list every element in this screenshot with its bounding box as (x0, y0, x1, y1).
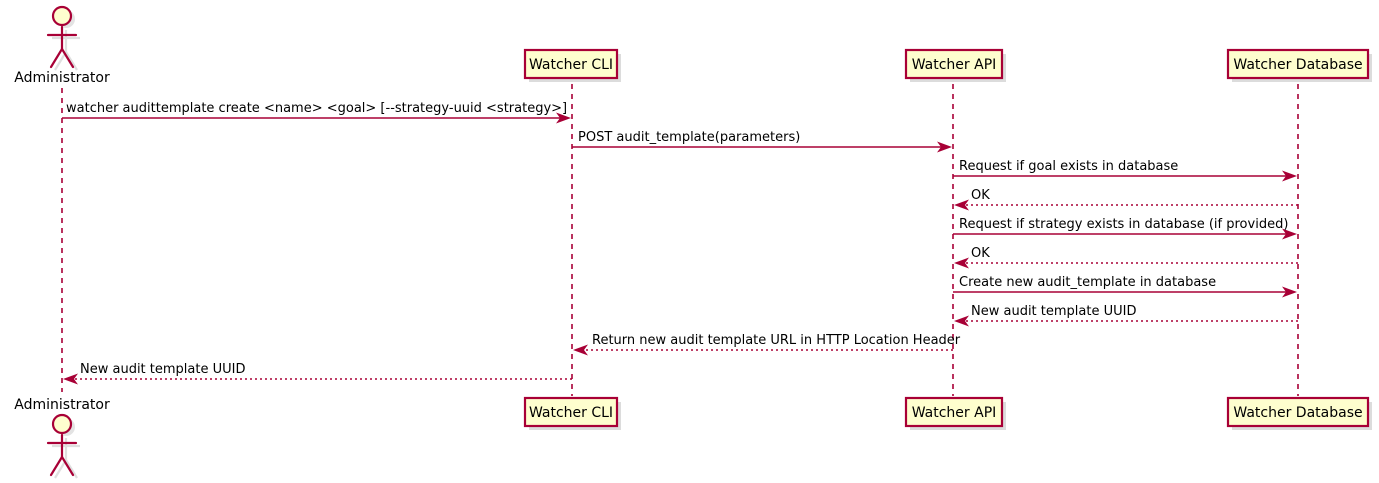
arrow-head-icon (954, 199, 969, 211)
participant-box-watcher-database-top[interactable]: Watcher Database (1226, 48, 1372, 82)
arrow-head-icon (573, 344, 588, 356)
arrow-head-icon (63, 373, 78, 385)
message-3[interactable]: OK (954, 188, 1298, 211)
message-label-1: POST audit_template(parameters) (578, 130, 800, 145)
arrow-head-icon (1282, 170, 1297, 182)
message-6[interactable]: Create new audit_template in database (953, 275, 1297, 298)
actor-legs-icon (49, 455, 75, 477)
message-label-2: Request if goal exists in database (959, 159, 1178, 174)
box-rect (523, 396, 619, 428)
message-label-6: Create new audit_template in database (959, 275, 1216, 290)
message-label-4: Request if strategy exists in database (… (959, 217, 1288, 232)
actor-head-icon (51, 413, 73, 435)
message-label-3: OK (971, 188, 990, 203)
participant-label-watcher-cli-bottom: Watcher CLI (529, 405, 613, 421)
arrow-head-icon (937, 141, 952, 153)
message-2[interactable]: Request if goal exists in database (953, 159, 1297, 182)
actor-administrator-bottom[interactable]: Administrator (14, 397, 110, 479)
arrow-head-icon (556, 112, 571, 124)
actor-legs-icon (49, 47, 75, 69)
actor-administrator-top[interactable]: Administrator (14, 5, 110, 86)
participant-box-watcher-cli-bottom[interactable]: Watcher CLI (523, 396, 621, 430)
participant-label-watcher-database-bottom: Watcher Database (1233, 405, 1362, 421)
arrow-head-icon (954, 315, 969, 327)
actor-label-administrator-top: Administrator (14, 70, 110, 86)
message-5[interactable]: OK (954, 246, 1298, 269)
message-label-8: Return new audit template URL in HTTP Lo… (592, 333, 961, 348)
message-label-7: New audit template UUID (971, 304, 1136, 319)
lifelines-layer (61, 84, 1299, 396)
participant-label-watcher-database-top: Watcher Database (1233, 57, 1362, 73)
arrow-head-icon (954, 257, 969, 269)
participant-label-watcher-api-top: Watcher API (912, 57, 997, 73)
participant-box-watcher-api-bottom[interactable]: Watcher API (904, 396, 1006, 430)
actor-label-administrator-bottom: Administrator (14, 397, 110, 413)
message-label-9: New audit template UUID (80, 362, 245, 377)
participant-box-watcher-database-bottom[interactable]: Watcher Database (1226, 396, 1372, 430)
participant-label-watcher-api-bottom: Watcher API (912, 405, 997, 421)
box-rect (1226, 48, 1370, 80)
message-1[interactable]: POST audit_template(parameters) (572, 130, 952, 153)
message-0[interactable]: watcher audittemplate create <name> <goa… (62, 101, 571, 124)
box-rect (904, 48, 1004, 80)
message-8[interactable]: Return new audit template URL in HTTP Lo… (573, 333, 961, 356)
message-label-5: OK (971, 246, 990, 261)
box-rect (523, 48, 619, 80)
message-9[interactable]: New audit template UUID (63, 362, 572, 385)
participant-box-watcher-cli-top[interactable]: Watcher CLI (523, 48, 621, 82)
arrow-head-icon (1282, 228, 1297, 240)
arrow-head-icon (1282, 286, 1297, 298)
message-4[interactable]: Request if strategy exists in database (… (953, 217, 1297, 240)
participant-box-watcher-api-top[interactable]: Watcher API (904, 48, 1006, 82)
message-label-0: watcher audittemplate create <name> <goa… (66, 101, 567, 116)
box-rect (1226, 396, 1370, 428)
box-rect (904, 396, 1004, 428)
actor-head-icon (51, 5, 73, 27)
message-7[interactable]: New audit template UUID (954, 304, 1298, 327)
participant-label-watcher-cli-top: Watcher CLI (529, 57, 613, 73)
